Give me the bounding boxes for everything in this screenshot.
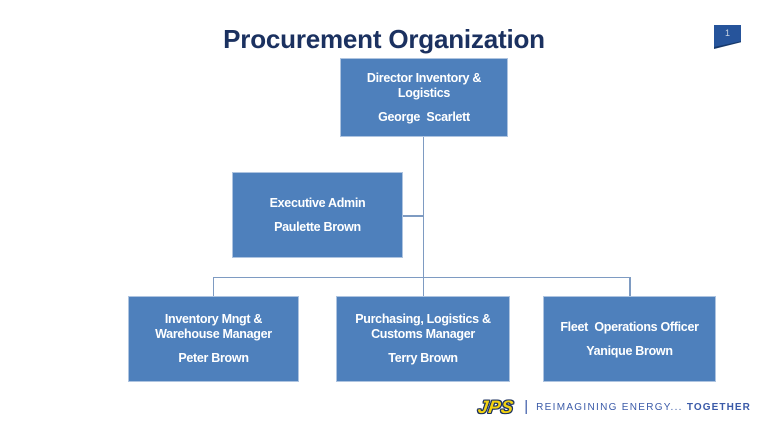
footer-tagline: REIMAGINING ENERGY... TOGETHER (536, 402, 751, 413)
node-person-label: Paulette Brown (274, 219, 361, 234)
node-person-label: Terry Brown (388, 351, 458, 365)
footer-separator: | (524, 397, 529, 415)
connector-director-vertical (422, 137, 424, 296)
slide-number-badge: 1 (714, 25, 741, 47)
node-inventory-warehouse-manager: Inventory Mngt & Warehouse Manager Peter… (128, 296, 299, 382)
connector-span-horizontal (212, 276, 631, 278)
node-purchasing-logistics-customs-manager: Purchasing, Logistics & Customs Manager … (336, 296, 510, 382)
node-role-label: Inventory Mngt & Warehouse Manager (155, 312, 272, 341)
connector-left-stub (212, 277, 214, 296)
node-person-label: Peter Brown (178, 351, 249, 365)
jps-logo: JPS (476, 396, 515, 417)
node-role-label: Executive Admin (269, 195, 366, 210)
node-person-label: George Scarlett (378, 109, 470, 124)
slide-number: 1 (724, 28, 730, 38)
node-fleet-operations-officer: Fleet Operations Officer Yanique Brown (543, 296, 716, 382)
page-title: Procurement Organization (223, 24, 545, 54)
footer-brand: JPS | REIMAGINING ENERGY... TOGETHER (476, 395, 751, 419)
connector-right-stub (629, 277, 631, 296)
node-person-label: Yanique Brown (586, 343, 673, 358)
footer-tagline-text: REIMAGINING ENERGY... (536, 401, 687, 413)
node-director-inventory-logistics: Director Inventory & Logistics George Sc… (340, 58, 508, 137)
footer-tagline-emphasis: TOGETHER (686, 401, 751, 413)
node-role-label: Director Inventory & Logistics (366, 70, 485, 100)
node-role-label: Purchasing, Logistics & Customs Manager (355, 312, 494, 341)
node-executive-admin: Executive Admin Paulette Brown (232, 172, 403, 258)
connector-exec-admin-horizontal (403, 215, 423, 217)
node-role-label: Fleet Operations Officer (560, 319, 699, 334)
